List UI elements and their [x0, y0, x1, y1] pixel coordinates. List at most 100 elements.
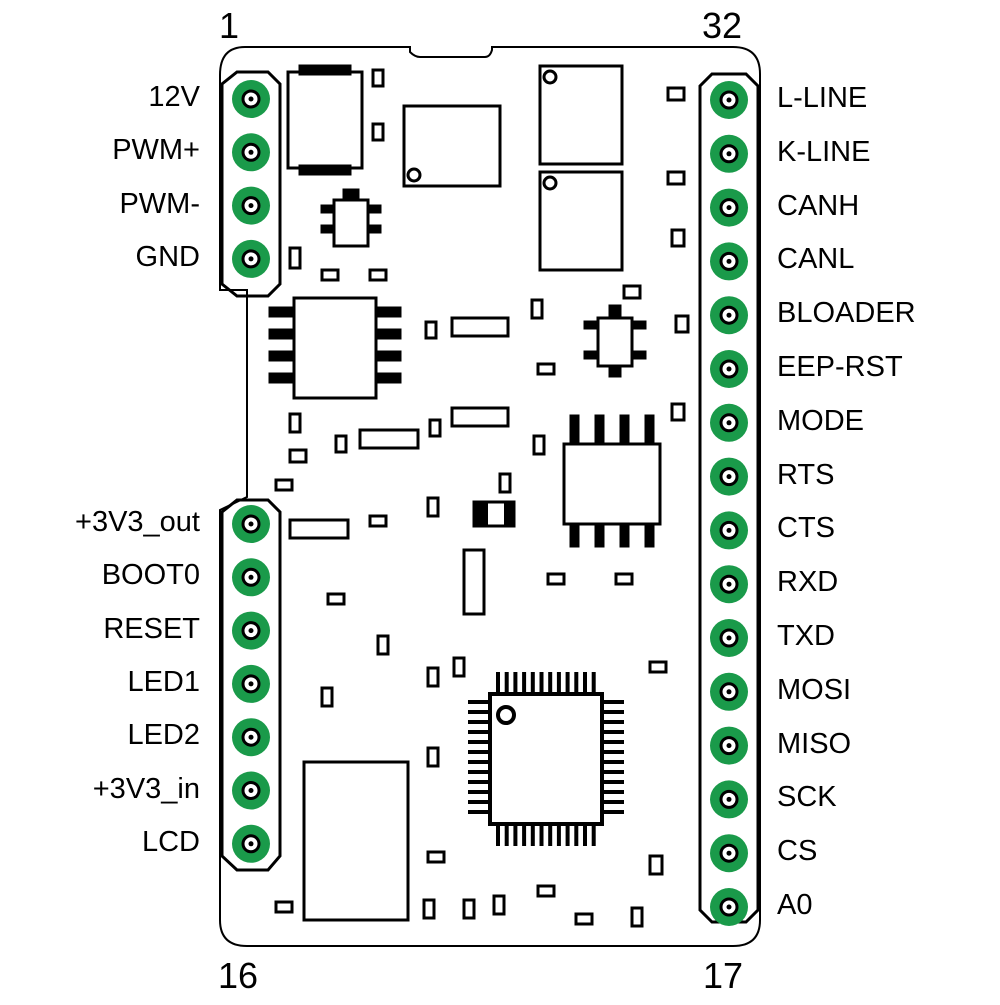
corner-number-top-left: 1 [219, 5, 240, 46]
pin-pad-right [710, 565, 748, 604]
smd-small [666, 170, 686, 186]
pin-label: L-LINE [777, 82, 868, 114]
pin-pad-right [710, 726, 748, 765]
left-bottom-header-outline [220, 498, 282, 872]
pin-label: TXD [777, 620, 835, 652]
pin-label: PWM+ [112, 134, 200, 167]
left-top-header-outline [220, 70, 282, 298]
smd-small [274, 478, 294, 492]
smd-small [288, 412, 302, 434]
pin-label: EEP-RST [777, 351, 903, 383]
pin-pad-right [710, 296, 748, 335]
smd-small [426, 850, 446, 864]
corner-number-bottom-left: 16 [218, 955, 259, 996]
pin-pad-left-bottom [232, 664, 270, 703]
smd-small [536, 884, 556, 898]
pin-pad-left-bottom [232, 771, 270, 810]
pin-pad-left-top [232, 80, 270, 118]
pin-pad-right [710, 672, 748, 711]
component-square-upper-right [538, 64, 624, 166]
component-square-lower-right [538, 170, 624, 272]
pin-label: CS [777, 835, 818, 868]
pin-pad-left-bottom [232, 718, 270, 757]
smd-small [648, 854, 664, 876]
pin-label: BOOT0 [101, 559, 200, 592]
smd-small [532, 434, 546, 456]
pin-pad-left-bottom [232, 558, 270, 597]
smd-small [674, 314, 690, 334]
smd-small [274, 900, 294, 914]
pin-pad-right [710, 242, 748, 281]
pin-pad-right [710, 81, 748, 119]
pin-pad-right [710, 457, 748, 496]
pin-label: +3V3_out [75, 506, 200, 538]
pin-label: CANH [777, 189, 860, 222]
pin-label: A0 [777, 889, 813, 921]
component-diode [472, 500, 516, 528]
smd-small [320, 268, 340, 282]
pin-pad-right [710, 403, 748, 442]
right-header-outline [698, 72, 760, 924]
smd-small [670, 228, 686, 248]
smd-small [530, 298, 544, 320]
smd-small [536, 362, 556, 376]
corner-number-bottom-right: 17 [703, 955, 744, 996]
smd-small [426, 746, 440, 768]
pin-label: MODE [777, 404, 864, 437]
smd-small [424, 320, 438, 340]
smd-small [326, 592, 346, 606]
pin-pad-left-bottom [232, 505, 270, 543]
pin-pad-right [710, 350, 748, 388]
pin-label: MISO [777, 727, 852, 760]
pin-label: LED1 [127, 665, 200, 698]
smd-small [614, 572, 634, 586]
pin-label: CTS [777, 512, 835, 545]
pin-pad-left-bottom [232, 824, 270, 863]
smd-small [334, 434, 348, 454]
smd-small [428, 418, 442, 438]
pin-pad-right [710, 134, 748, 173]
pin-label: PWM- [119, 187, 200, 220]
component-sot23-2 [583, 304, 647, 378]
corner-number-top-right: 32 [702, 5, 743, 46]
smd-small-parts [274, 86, 690, 928]
pin-pad-right [710, 780, 748, 819]
component-soic8-left [268, 296, 402, 400]
pin-pad-right [710, 188, 748, 227]
smd-small [648, 660, 668, 674]
pin-label: BLOADER [777, 297, 916, 330]
component-top-left-box [286, 64, 364, 176]
component-square-top-middle [402, 104, 502, 188]
smd-small [376, 634, 390, 656]
pin-label: K-LINE [777, 135, 871, 168]
smd-small [462, 898, 476, 920]
board-outline [219, 46, 761, 947]
smd-small [426, 666, 440, 688]
smd-small [320, 686, 334, 708]
pin-label: LED2 [127, 719, 200, 752]
smd-small [630, 906, 644, 928]
smd-small [288, 448, 308, 464]
smd-small [371, 122, 385, 142]
smd-small [452, 656, 466, 678]
smd-small [666, 86, 686, 102]
smd-small [288, 246, 302, 270]
smd-small [492, 894, 506, 916]
pin-pad-right [710, 511, 748, 550]
pin-label: +3V3_in [92, 772, 200, 805]
smd-small [368, 514, 388, 528]
smd-small [371, 68, 385, 88]
component-large-rect-bottom [302, 760, 410, 922]
component-crystal [462, 548, 486, 616]
pin-pad-left-top [232, 239, 270, 278]
pin-pad-right [710, 888, 748, 926]
smd-small [574, 912, 594, 926]
pin-label: RTS [777, 458, 835, 491]
smd-small [546, 572, 566, 586]
smd-resistors [288, 316, 510, 540]
component-soic8-right [562, 414, 662, 548]
pin-label: RXD [777, 566, 839, 599]
pin-label: RESET [103, 612, 200, 645]
